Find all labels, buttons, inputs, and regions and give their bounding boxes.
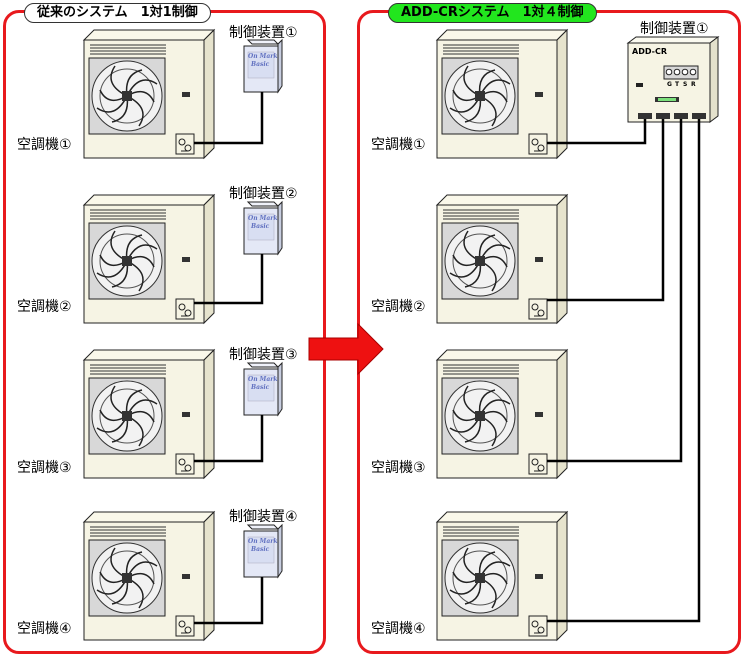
legacy-unit-1-label: 空調機① [17,137,72,153]
add-cr-unit-2-label: 空調機② [371,299,426,315]
add-cr-system-title: ADD-CRシステム 1対４制御 [388,3,597,23]
legacy-wiring [194,92,264,625]
remote-2-text-a: On Mark [248,215,278,222]
add-cr-device [626,36,720,123]
legacy-unit-4 [83,511,215,641]
remote-4-text-a: On Mark [248,538,278,545]
add-cr-unit-1-label: 空調機① [371,137,426,153]
legacy-controller-3-label: 制御装置③ [229,347,298,363]
add-cr-unit-3-label: 空調機③ [371,460,426,476]
terminal-label-s: S [683,81,687,88]
legacy-controller-2-label: 制御装置② [229,186,298,202]
terminal-label-r: R [691,81,696,88]
remote-3-text-b: Basic [250,384,270,391]
add-cr-unit-2 [436,194,568,324]
terminal-label-t: T [675,81,680,88]
add-cr-unit-3 [436,349,568,479]
legacy-unit-4-label: 空調機④ [17,621,72,637]
add-cr-wiring [547,119,701,623]
remote-2-text-b: Basic [250,223,270,230]
remote-4-text-b: Basic [250,546,270,553]
legacy-unit-3 [83,349,215,479]
add-cr-unit-4-label: 空調機④ [371,621,426,637]
legacy-controller-4-label: 制御装置④ [229,509,298,525]
terminal-label-g: G [667,81,672,88]
remote-1-text-a: On Mark [248,53,278,60]
legacy-controller-1-label: 制御装置① [229,25,298,41]
legacy-unit-3-label: 空調機③ [17,460,72,476]
add-cr-controller-label: 制御装置① [640,21,709,37]
legacy-unit-2-label: 空調機② [17,299,72,315]
remote-3-text-a: On Mark [248,376,278,383]
legacy-system-title: 従来のシステム 1対1制御 [24,3,211,23]
device-name-label: ADD-CR [632,47,667,56]
add-cr-unit-1 [436,29,568,159]
remote-1-text-b: Basic [250,61,270,68]
legacy-unit-1 [83,29,215,159]
transition-arrow [308,322,384,376]
